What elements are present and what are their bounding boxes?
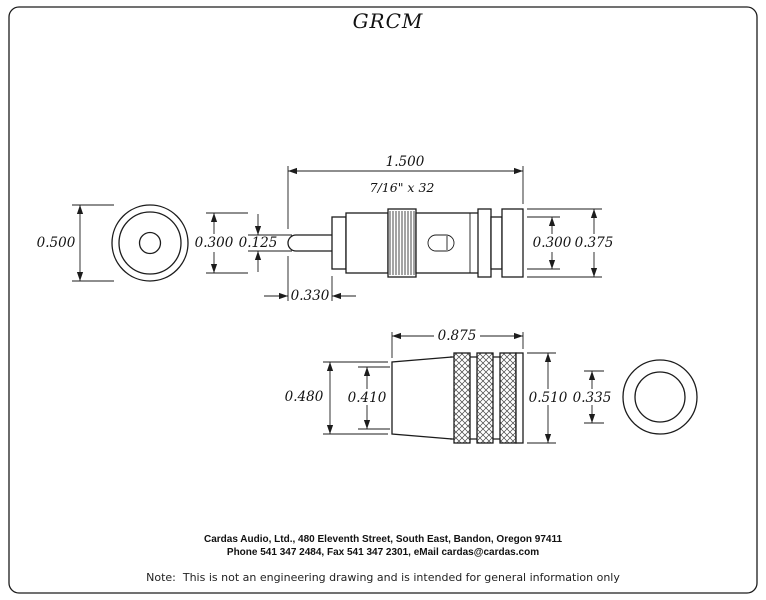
dim-body-diameter: 0.300: [193, 212, 248, 274]
knurl-band: [476, 352, 494, 444]
note-line: Note: This is not an engineering drawing …: [146, 571, 620, 584]
dim-shell-bore: 0.410: [346, 366, 390, 430]
dimension-label: 0.330: [291, 288, 330, 304]
dim-shell-front-diameter: 0.480: [285, 361, 388, 435]
side-view: [287, 208, 524, 278]
label-mask: [346, 389, 388, 405]
dimension-label: 0.410: [348, 390, 387, 406]
front-barrel: [345, 212, 389, 274]
dimension-label: 0.335: [573, 390, 612, 406]
dimension-label: 0.510: [529, 390, 568, 406]
footer-contact: Phone 541 347 2484, Fax 541 347 2301, eM…: [227, 547, 539, 558]
dimension-label: 0.875: [438, 328, 477, 344]
ring-inner-circle: [634, 371, 686, 423]
note-text: This is not an engineering drawing and i…: [182, 571, 620, 584]
dim-front-diameter: 0.500: [37, 204, 114, 282]
rear-neck: [490, 216, 503, 270]
shell-body-lines: [450, 356, 500, 440]
front-inner-ring: [118, 211, 182, 275]
knurl-band: [499, 352, 517, 444]
ring-outer-circle: [622, 359, 698, 435]
label-mask: [573, 234, 615, 252]
center-pin: [287, 234, 334, 252]
label-mask: [531, 234, 573, 252]
dim-neck-diameter: 0.300: [527, 216, 573, 270]
page-title: GRCM: [353, 9, 424, 33]
dimension-label: 0.500: [37, 235, 76, 251]
shell-cone: [391, 356, 453, 440]
knurl-band: [453, 352, 471, 444]
rear-ring: [477, 208, 492, 278]
front-collar: [331, 216, 347, 270]
end-cap: [501, 208, 524, 278]
dim-ring-bore: 0.335: [571, 370, 613, 424]
thread-spec-label: 7/16" x 32: [370, 180, 435, 195]
front-outer-circle: [111, 204, 189, 282]
dimension-label: 0.375: [575, 235, 614, 251]
dim-pin-diameter: 0.125: [239, 214, 292, 272]
set-screw-slot: [427, 234, 455, 252]
dim-shell-diameter: 0.510: [527, 352, 569, 444]
label-mask: [571, 389, 613, 405]
ring-view: [622, 359, 698, 435]
dimension-label: 0.300: [533, 235, 572, 251]
dim-shell-length: 0.875: [391, 327, 524, 358]
dimension-label: 0.125: [239, 235, 278, 251]
front-view: [111, 204, 189, 282]
dimension-label: 0.300: [195, 235, 234, 251]
label-mask: [527, 389, 569, 405]
page-border: [8, 6, 758, 594]
dim-overall-length: 1.500: [287, 154, 524, 229]
label-mask: [434, 327, 480, 343]
shell-view: [391, 352, 524, 444]
shell-end-cap: [515, 352, 524, 444]
dimension-label: 1.500: [386, 154, 425, 170]
footer-address: Cardas Audio, Ltd., 480 Eleventh Street,…: [204, 534, 562, 545]
note-label: Note:: [146, 571, 176, 584]
front-pin-hole: [138, 231, 162, 255]
dimension-label: 0.480: [285, 389, 324, 405]
label-mask: [193, 234, 235, 252]
thread-lines: [389, 211, 415, 275]
dim-max-diameter: 0.375: [527, 208, 615, 278]
dim-pin-length: 0.330: [264, 256, 356, 304]
